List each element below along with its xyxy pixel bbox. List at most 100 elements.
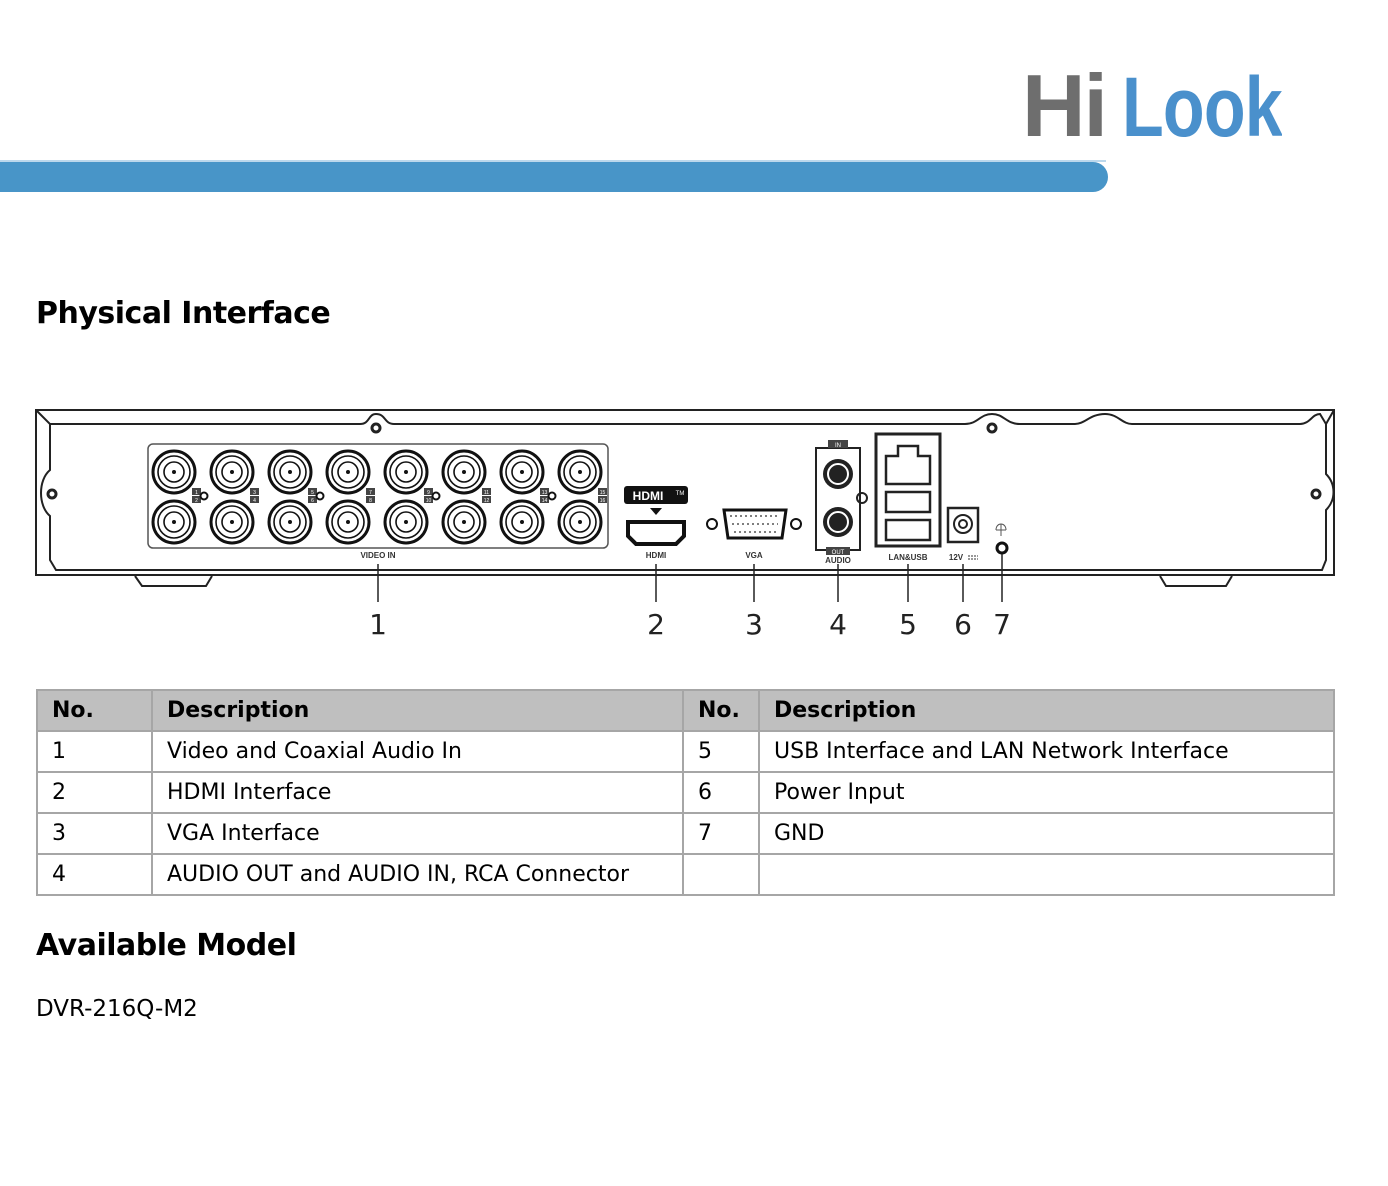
channel-badge <box>482 496 491 503</box>
channel-badge <box>308 496 317 503</box>
channel-badge <box>192 488 201 495</box>
channel-badge <box>192 496 201 503</box>
channel-number: 4 <box>253 498 256 504</box>
channel-badge <box>250 496 259 503</box>
channel-number: 7 <box>369 490 372 496</box>
hdmi-label: HDMI <box>646 551 666 560</box>
channel-badge <box>540 496 549 503</box>
bnc-connector <box>383 449 429 495</box>
bnc-mount-hole <box>315 491 325 501</box>
bnc-connector <box>151 499 197 545</box>
table-row: 4 AUDIO OUT and AUDIO IN, RCA Connector <box>36 853 1335 896</box>
audio-label: AUDIO <box>825 556 851 565</box>
channel-number: 10 <box>426 498 432 504</box>
cell-no: 2 <box>36 771 153 814</box>
table-row: 1 Video and Coaxial Audio In 5 USB Inter… <box>36 730 1335 773</box>
callout-number: 2 <box>647 608 665 641</box>
channel-badge <box>424 496 433 503</box>
available-model-heading: Available Model <box>36 928 297 963</box>
channel-badge <box>482 488 491 495</box>
channel-number: 2 <box>195 498 198 504</box>
channel-number: 11 <box>484 490 489 496</box>
dc-symbol-icon <box>968 555 978 560</box>
bnc-mount-hole <box>547 491 557 501</box>
callout-number: 6 <box>954 608 972 641</box>
cell-description: USB Interface and LAN Network Interface <box>758 730 1335 773</box>
callout-number: 5 <box>899 608 917 641</box>
header-description-right: Description <box>758 689 1335 732</box>
channel-number: 3 <box>253 490 256 496</box>
channel-number: 16 <box>600 498 606 504</box>
channel-badge <box>308 488 317 495</box>
channel-badge <box>250 488 259 495</box>
logo-text-look: Look <box>1122 66 1282 146</box>
cell-no: 6 <box>682 771 760 814</box>
hdmi-badge <box>624 486 688 504</box>
video-in-panel <box>147 443 609 549</box>
chassis-outline <box>35 409 1335 587</box>
channel-badge <box>598 488 607 495</box>
channel-number: 9 <box>427 490 430 496</box>
cell-description: Power Input <box>758 771 1335 814</box>
interface-table: No. Description No. Description 1 Video … <box>36 689 1335 896</box>
channel-badge <box>366 496 375 503</box>
hilook-logo: Hi Look <box>1022 66 1282 146</box>
physical-interface-heading: Physical Interface <box>36 296 331 331</box>
logo-text-hi: Hi <box>1022 66 1106 146</box>
bnc-connector <box>383 499 429 545</box>
header-no-left: No. <box>36 689 153 732</box>
callout-lines <box>377 554 1003 602</box>
bnc-connector <box>557 499 603 545</box>
bnc-connector <box>499 499 545 545</box>
channel-number: 1 <box>195 490 198 496</box>
screw-holes <box>46 422 1322 500</box>
header-no-right: No. <box>682 689 760 732</box>
header-description-left: Description <box>151 689 684 732</box>
vga-label: VGA <box>745 551 763 560</box>
power-port <box>946 506 980 544</box>
cell-description: AUDIO OUT and AUDIO IN, RCA Connector <box>151 853 684 896</box>
channel-badge <box>424 488 433 495</box>
bnc-connector <box>441 499 487 545</box>
cell-description: HDMI Interface <box>151 771 684 814</box>
hdmi-port <box>626 520 686 546</box>
table-row: 3 VGA Interface 7 GND <box>36 812 1335 855</box>
bnc-connector <box>267 499 313 545</box>
callout-number: 4 <box>829 608 847 641</box>
cell-no: 7 <box>682 812 760 855</box>
channel-number: 6 <box>311 498 314 504</box>
bnc-mount-hole <box>199 491 209 501</box>
lan-usb-label: LAN&USB <box>888 553 927 562</box>
channel-badge <box>366 488 375 495</box>
channel-badge <box>598 496 607 503</box>
callout-number: 3 <box>745 608 763 641</box>
cell-no: 5 <box>682 730 760 773</box>
audio-ports <box>815 440 868 555</box>
bnc-connector <box>499 449 545 495</box>
hdmi-tm-text: TM <box>676 491 685 497</box>
channel-number: 8 <box>369 498 372 504</box>
power-label: 12V <box>949 553 964 562</box>
hdmi-badge-text: HDMI <box>633 489 664 503</box>
cell-no: 1 <box>36 730 153 773</box>
lan-usb-ports <box>874 432 942 548</box>
bnc-connector <box>441 449 487 495</box>
channel-number: 13 <box>542 490 548 496</box>
channel-number: 12 <box>484 498 490 504</box>
table-header-row: No. Description No. Description <box>36 689 1335 732</box>
channel-badge <box>540 488 549 495</box>
bnc-connector <box>209 499 255 545</box>
channel-number: 15 <box>600 490 606 496</box>
cell-description: GND <box>758 812 1335 855</box>
cell-description <box>758 853 1335 896</box>
channel-number: 5 <box>311 490 314 496</box>
callout-number: 7 <box>993 608 1011 641</box>
bnc-connector <box>325 449 371 495</box>
bnc-connector <box>325 499 371 545</box>
cell-description: VGA Interface <box>151 812 684 855</box>
bnc-connector <box>209 449 255 495</box>
video-in-label: VIDEO IN <box>360 551 395 560</box>
bnc-mount-hole <box>431 491 441 501</box>
